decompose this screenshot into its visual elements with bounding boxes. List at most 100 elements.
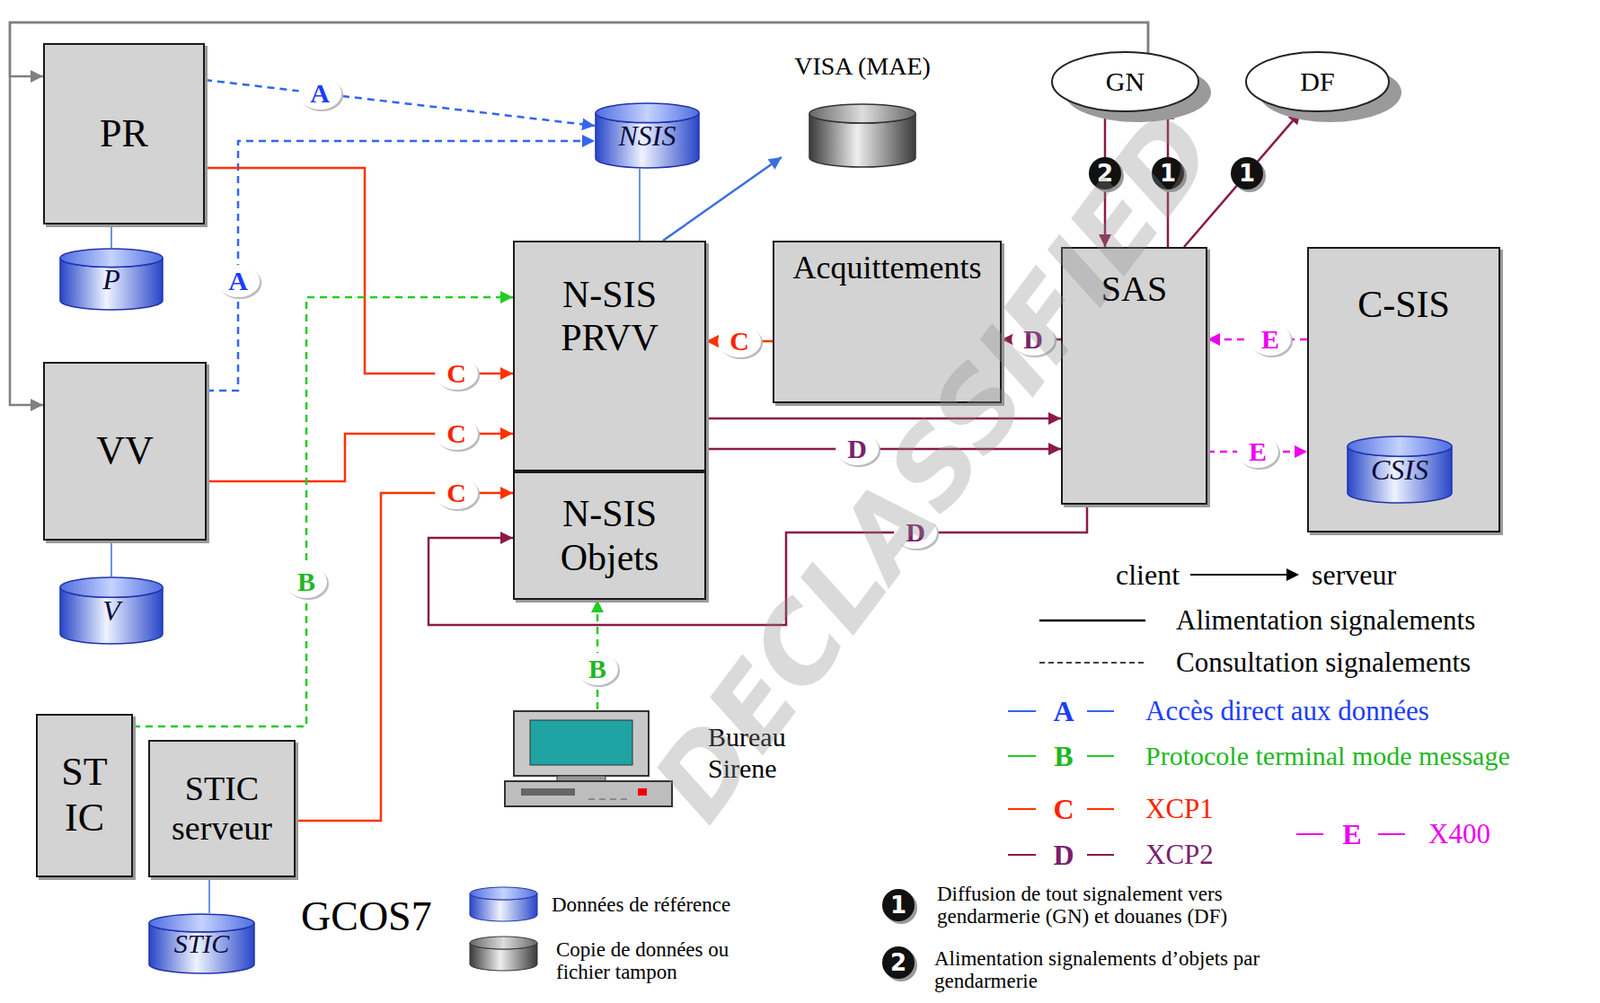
- process-box: PR: [43, 43, 205, 225]
- connector: [204, 167, 513, 374]
- connector: [110, 540, 113, 577]
- connector: [208, 877, 211, 914]
- connector: [204, 79, 595, 126]
- node-label: N-SIS PRVV: [533, 273, 687, 361]
- legend-text: Copie de données ou fichier tampon: [556, 938, 736, 985]
- node-label: Bureau Sirene: [707, 722, 816, 785]
- region-band: GCOS7PRPNSISVVVN-SIS PRVVN-SIS ObjetsAcq…: [25, 40, 982, 989]
- vent: [620, 799, 628, 801]
- protocol-letter: B: [576, 653, 619, 686]
- legend-letter: E: [1342, 818, 1362, 852]
- base-unit: [504, 781, 672, 807]
- node-label: SAS: [1101, 268, 1167, 310]
- node-label: P: [102, 263, 121, 297]
- legend-text: Données de référence: [551, 893, 731, 918]
- vent: [599, 799, 606, 801]
- cylinder-body: [60, 257, 163, 310]
- connector: [1184, 111, 1301, 248]
- node-label: ST IC: [53, 750, 116, 841]
- legend-text: Protocole terminal mode message: [1145, 741, 1511, 772]
- process-box: C-SISCSIS: [1307, 247, 1501, 533]
- cylinder-body: [149, 923, 255, 974]
- connector: [706, 417, 1061, 421]
- process-box: SAS: [1060, 247, 1208, 505]
- connector: [9, 22, 1149, 406]
- organisation-ellipse: GN: [1051, 51, 1200, 113]
- ellipse-outline: [1051, 52, 1199, 112]
- protocol-letter: C: [434, 477, 478, 510]
- node-label: STIC: [174, 928, 230, 961]
- power-led: [637, 788, 647, 796]
- cylinder-body: [595, 113, 699, 168]
- legend-text: Accès direct aux données: [1145, 695, 1430, 728]
- legend-letter: C: [1052, 793, 1074, 827]
- legend-text: Diffusion de tout signalement vers genda…: [937, 883, 1279, 929]
- vent: [588, 799, 595, 801]
- node-label: VISA (MAE): [794, 52, 931, 81]
- node-label: GN: [1105, 66, 1145, 98]
- legend-text: X400: [1428, 818, 1491, 851]
- cylinder-body: [60, 587, 163, 645]
- process-box: Acquittements: [772, 240, 1002, 404]
- drive-slot: [521, 788, 575, 796]
- vent: [609, 799, 617, 801]
- callout-number: 1: [1230, 157, 1264, 190]
- screen: [530, 720, 633, 766]
- process-box: N-SIS Objets: [512, 471, 707, 601]
- protocol-letter: D: [1011, 323, 1055, 356]
- process-box: VV: [43, 362, 207, 541]
- legend-text: Alimentation signalements d’objets par g…: [934, 947, 1276, 994]
- node-label: CSIS: [1370, 453, 1429, 487]
- node-label: Acquittements: [793, 249, 982, 287]
- protocol-letter: B: [285, 565, 328, 599]
- node-label: PR: [99, 111, 149, 158]
- protocol-letter: C: [434, 417, 478, 451]
- protocol-letter: C: [434, 357, 478, 390]
- node-label: V: [102, 594, 121, 628]
- database-cylinder: V: [59, 576, 164, 646]
- protocol-letter: C: [717, 325, 761, 358]
- node-label: DF: [1299, 66, 1335, 98]
- process-box: STIC serveur: [148, 740, 296, 878]
- legend-letter: D: [1052, 839, 1074, 873]
- legend-letter: B: [1053, 740, 1073, 774]
- protocol-letter: E: [1249, 323, 1291, 356]
- connector: [706, 448, 1061, 451]
- node-label: N-SIS Objets: [533, 492, 687, 580]
- legend-text: Consultation signalements: [1175, 646, 1471, 680]
- legend-text: Alimentation signalements: [1175, 604, 1476, 637]
- database-cylinder: STIC: [148, 913, 256, 975]
- legend-letter: A: [1052, 695, 1074, 729]
- process-box: ST IC: [35, 714, 133, 878]
- region-fill: [25, 40, 982, 989]
- database-cylinder: CSIS: [1346, 435, 1453, 504]
- callout-number: 1: [882, 889, 915, 922]
- connector: [662, 157, 782, 241]
- protocol-letter: E: [1237, 435, 1279, 469]
- node-label: STIC serveur: [159, 769, 285, 849]
- ellipse-outline: [1246, 52, 1389, 112]
- database-cylinder: NSIS: [594, 102, 700, 169]
- cylinder-top: [809, 104, 916, 124]
- legend-text: XCP1: [1145, 793, 1214, 826]
- direction-label: client: [1115, 558, 1180, 593]
- callout-number: 2: [882, 946, 915, 980]
- terminal-workstation: Bureau Sirene: [503, 709, 823, 818]
- protocol-letter: A: [216, 265, 260, 298]
- callout-number: 1: [1151, 157, 1185, 190]
- organisation-ellipse: DF: [1245, 51, 1390, 113]
- copy-database: VISA (MAE): [781, 52, 944, 169]
- callout-number: 2: [1088, 157, 1122, 190]
- connector: [295, 493, 513, 822]
- process-box: N-SIS PRVV: [512, 240, 707, 472]
- protocol-letter: A: [298, 77, 342, 110]
- node-label: GCOS7: [300, 893, 433, 942]
- cylinder-body: [1347, 446, 1452, 504]
- connector: [638, 168, 641, 241]
- node-label: VV: [96, 428, 154, 475]
- monitor: [513, 711, 649, 777]
- direction-label: serveur: [1311, 558, 1397, 593]
- node-label: NSIS: [618, 119, 677, 153]
- protocol-letter: D: [893, 516, 938, 549]
